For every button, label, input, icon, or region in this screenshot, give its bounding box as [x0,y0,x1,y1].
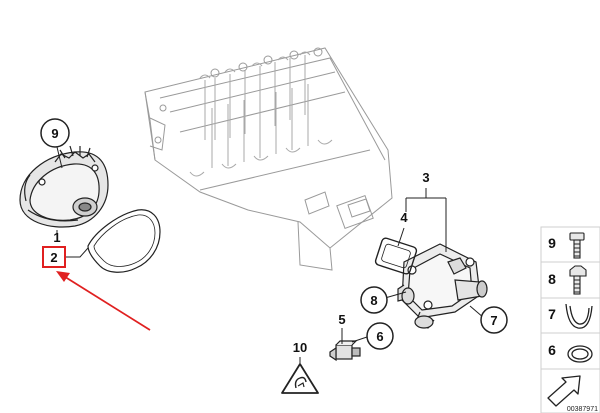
highlight-arrowhead [56,271,70,282]
pump-gasket-inner [93,214,156,267]
callout-4-label: 4 [400,210,408,225]
sidebar-item-8-label: 8 [548,271,556,287]
sidebar-item-7[interactable]: 7 [548,303,593,329]
callout-7[interactable]: 7 [480,306,508,334]
sidebar-item-9[interactable]: 9 [548,232,585,259]
callout-5-label: 5 [338,312,345,327]
callout-5[interactable]: 5 [338,312,345,327]
highlight-box [42,246,66,268]
callout-8[interactable]: 8 [360,286,388,314]
o-ring-icon [567,345,593,363]
sidebar-item-9-label: 9 [548,235,556,251]
temperature-sensor-illustration [329,340,361,362]
callout-10[interactable]: 10 [293,340,307,355]
callout-3-label: 3 [422,170,429,185]
sidebar-item-6[interactable]: 6 [548,342,593,363]
arrow-icon [547,375,581,407]
leader-lines [56,146,485,363]
warning-triangle-icon [281,363,319,394]
callout-9-label: 9 [51,126,58,141]
callout-1-label: 1 [53,230,60,245]
thermostat-housing-illustration [397,243,488,329]
callout-3[interactable]: 3 [422,170,429,185]
sidebar-item-6-label: 6 [548,342,556,358]
sidebar-item-7-label: 7 [548,306,556,322]
callout-8-label: 8 [370,293,377,308]
callout-7-label: 7 [490,313,497,328]
callout-2-label: 2 [50,250,57,265]
callout-6[interactable]: 6 [366,322,394,350]
bolt-icon [569,232,585,259]
water-pump-illustration [19,145,109,228]
callout-6-label: 6 [376,329,383,344]
callout-9[interactable]: 9 [40,118,70,148]
engine-cylinder-head [144,47,393,271]
sidebar-nav-arrow[interactable]: 00387971 [547,375,598,413]
callout-1[interactable]: 1 [53,230,60,245]
sidebar-item-8[interactable]: 8 [548,265,587,295]
highlight-arrow [61,274,151,331]
callout-10-label: 10 [293,340,307,355]
spring-clip-icon [565,303,593,329]
hex-bolt-icon [569,265,587,295]
callout-4[interactable]: 4 [400,210,408,225]
callout-2[interactable]: 2 [50,250,57,265]
housing-gasket-illustration [374,237,418,275]
diagram-id-caption: 00387971 [567,406,598,413]
pump-gasket-illustration [87,209,161,273]
